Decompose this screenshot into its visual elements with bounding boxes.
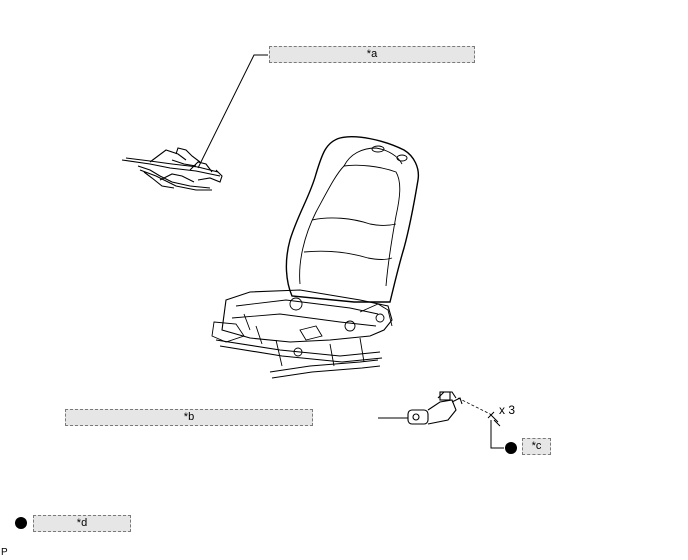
bolt [487, 411, 501, 427]
bullet-c [505, 442, 517, 454]
callout-box-c: *c [522, 438, 551, 455]
seat-assembly [211, 136, 420, 379]
seat-motor [407, 391, 463, 425]
callout-box-a: *a [269, 46, 475, 63]
leader-line-c [490, 420, 504, 449]
installation-axis [457, 397, 491, 415]
quantity-label: x 3 [499, 403, 516, 417]
seat-spring-wire [121, 147, 223, 191]
figure-code: P [1, 547, 8, 558]
callout-box-b: *b [65, 409, 313, 426]
leader-lines [197, 54, 504, 449]
callout-box-d: *d [33, 515, 131, 532]
bullet-d [15, 517, 27, 529]
leader-line-a [197, 54, 268, 169]
